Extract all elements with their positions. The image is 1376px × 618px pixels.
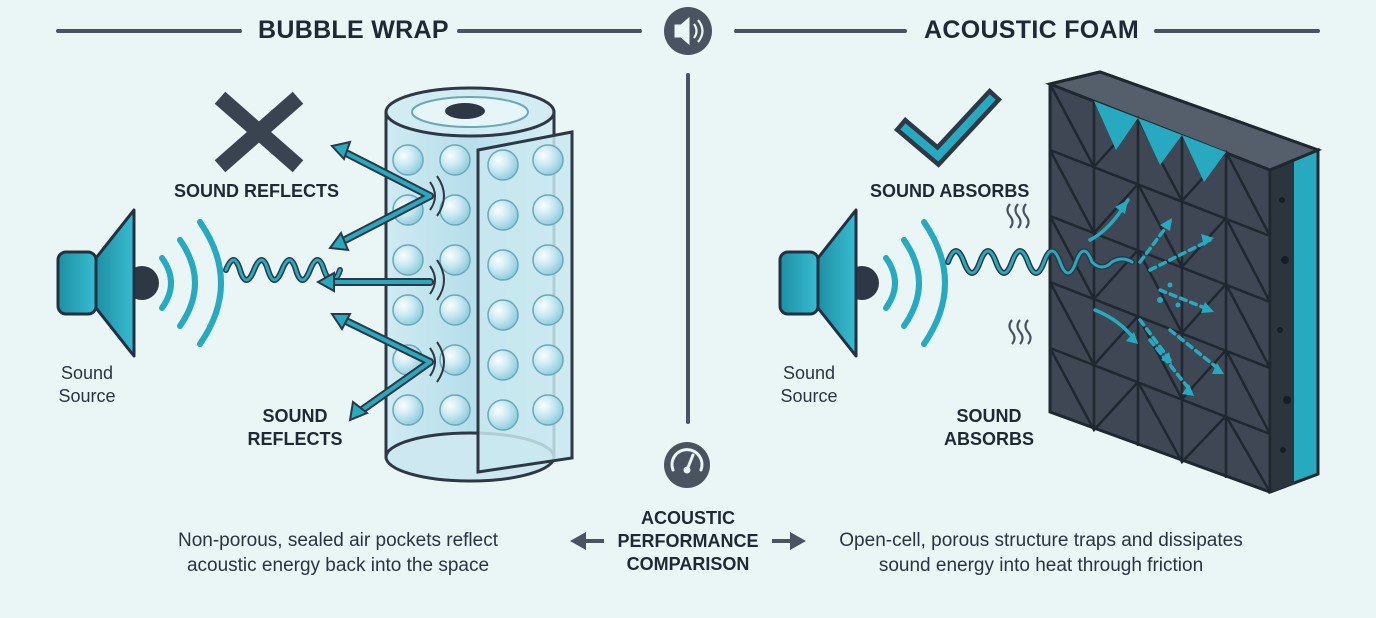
left-source-line-1: Sound <box>60 363 114 383</box>
right-title: ACOUSTIC FOAM <box>924 16 1139 44</box>
left-description-line-1: Non-porous, sealed air pockets reflect <box>178 530 498 551</box>
right-description-line-2: sound energy into heat through friction <box>878 555 1204 576</box>
heat-icon <box>1006 203 1032 345</box>
left-label-bottom-2: REFLECTS <box>247 429 343 449</box>
absorb-arrows <box>1088 198 1222 392</box>
header-divider-lines <box>56 29 1320 424</box>
center-line-3: COMPARISON <box>626 554 750 574</box>
right-label-bottom-1: SOUND <box>956 406 1022 426</box>
right-speaker-icon <box>778 208 948 358</box>
right-label-top: SOUND ABSORBS <box>870 181 1030 201</box>
left-label-bottom-1: SOUND <box>262 406 328 426</box>
left-source-line-2: Source <box>58 386 116 406</box>
right-label-bottom-2: ABSORBS <box>943 429 1034 449</box>
checkmark-icon <box>894 87 1003 168</box>
left-speaker-icon <box>56 208 224 358</box>
right-description-line-1: Open-cell, porous structure traps and di… <box>839 530 1243 551</box>
comparison-arrows <box>570 532 806 550</box>
speaker-icon <box>664 7 712 55</box>
right-source-line-2: Source <box>780 386 838 406</box>
x-icon <box>214 91 304 173</box>
reflect-arrows <box>315 140 434 422</box>
left-description-line-2: acoustic energy back into the space <box>186 555 490 576</box>
left-title: BUBBLE WRAP <box>258 16 449 44</box>
center-line-1: ACOUSTIC <box>641 508 735 528</box>
left-label-top: SOUND REFLECTS <box>174 181 340 201</box>
center-line-2: PERFORMANCE <box>617 531 759 551</box>
right-source-line-1: Sound <box>782 363 836 383</box>
gauge-icon <box>664 442 710 488</box>
acoustic-foam-panel <box>1045 70 1323 495</box>
